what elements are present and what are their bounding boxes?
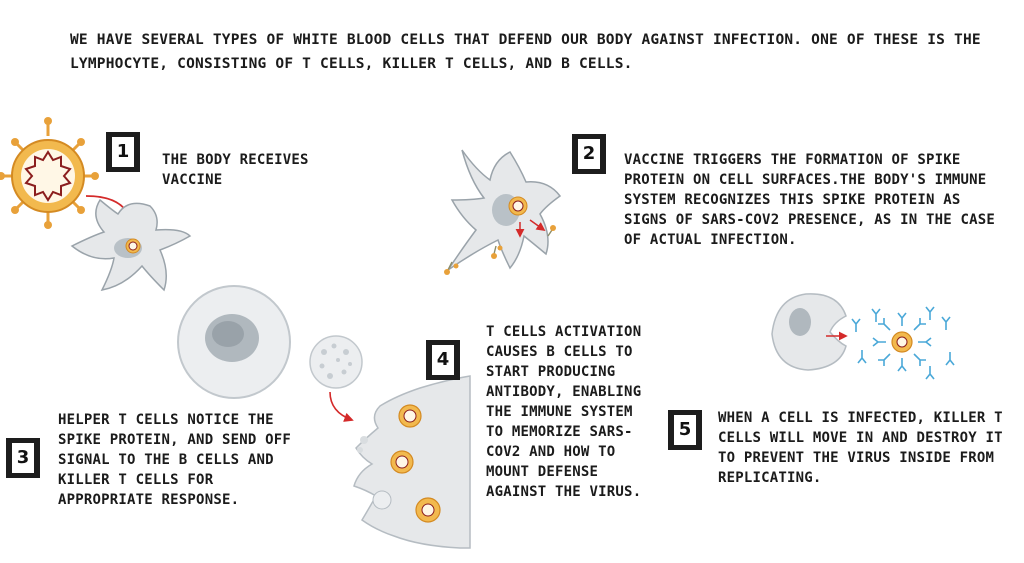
step-2-badge: 2 [572,134,606,174]
killer-t-cell-icon [771,293,847,371]
step-4-line: CAUSES B CELLS TO [486,344,633,360]
step-5-line: REPLICATING. [718,470,822,486]
b-cell-icon [309,335,363,389]
step-3-line: SIGNAL TO THE B CELLS AND [58,452,274,468]
step-4-line: TO MEMORIZE SARS- [486,424,633,440]
step-1-number: 1 [112,137,134,167]
antibody-virus-icon [851,306,955,380]
step-5-line: CELLS WILL MOVE IN AND DESTROY IT [718,430,1003,446]
arrow-icon [329,391,354,422]
step-4-line: ANTIBODY, ENABLING [486,384,642,400]
infected-cell-icon [353,375,471,549]
step-2-text: VACCINE TRIGGERS THE FORMATION OF SPIKE … [624,150,1014,250]
step-4-line: START PRODUCING [486,364,616,380]
step-2-line: PROTEIN ON CELL SURFACES.THE BODY'S IMMU… [624,172,987,188]
step-1-text: THE BODY RECEIVES VACCINE [162,150,362,190]
step-1-line: VACCINE [162,172,223,188]
step-2-line: VACCINE TRIGGERS THE FORMATION OF SPIKE [624,152,961,168]
step-1-badge: 1 [106,132,140,172]
step-4-text: T CELLS ACTIVATION CAUSES B CELLS TO STA… [486,322,656,502]
intro-text: WE HAVE SEVERAL TYPES OF WHITE BLOOD CEL… [70,32,981,72]
step-3-number: 3 [12,443,34,473]
step-2-line: SIGNS OF SARS-COV2 PRESENCE, AS IN THE C… [624,212,996,228]
step-4-line: MOUNT DEFENSE [486,464,599,480]
step-5-text: WHEN A CELL IS INFECTED, KILLER T CELLS … [718,408,1018,488]
dendritic-cell-spike-icon [444,149,562,275]
step-5-line: WHEN A CELL IS INFECTED, KILLER T [718,410,1003,426]
step-3-line: APPROPRIATE RESPONSE. [58,492,240,508]
step-3-line: SPIKE PROTEIN, AND SEND OFF [58,432,291,448]
dendritic-cell-icon [70,198,192,292]
step-4-number: 4 [432,345,454,375]
step-5-badge: 5 [668,410,702,450]
step-4-line: THE IMMUNE SYSTEM [486,404,633,420]
step-4-badge: 4 [426,340,460,380]
step-2-number: 2 [578,139,600,169]
step-3-line: KILLER T CELLS FOR [58,472,214,488]
step-3-badge: 3 [6,438,40,478]
step-3-text: HELPER T CELLS NOTICE THE SPIKE PROTEIN,… [58,410,318,510]
virus-large-icon [0,117,99,229]
step-1-line: THE BODY RECEIVES [162,152,309,168]
helper-t-cell-icon [177,285,291,399]
step-5-number: 5 [674,415,696,445]
step-3-line: HELPER T CELLS NOTICE THE [58,412,274,428]
step-4-line: AGAINST THE VIRUS. [486,484,642,500]
step-2-line: OF ACTUAL INFECTION. [624,232,797,248]
step-5-line: TO PREVENT THE VIRUS INSIDE FROM [718,450,995,466]
step-2-line: SYSTEM RECOGNIZES THIS SPIKE PROTEIN AS [624,192,961,208]
step-4-line: T CELLS ACTIVATION [486,324,642,340]
step-4-line: COV2 AND HOW TO [486,444,616,460]
